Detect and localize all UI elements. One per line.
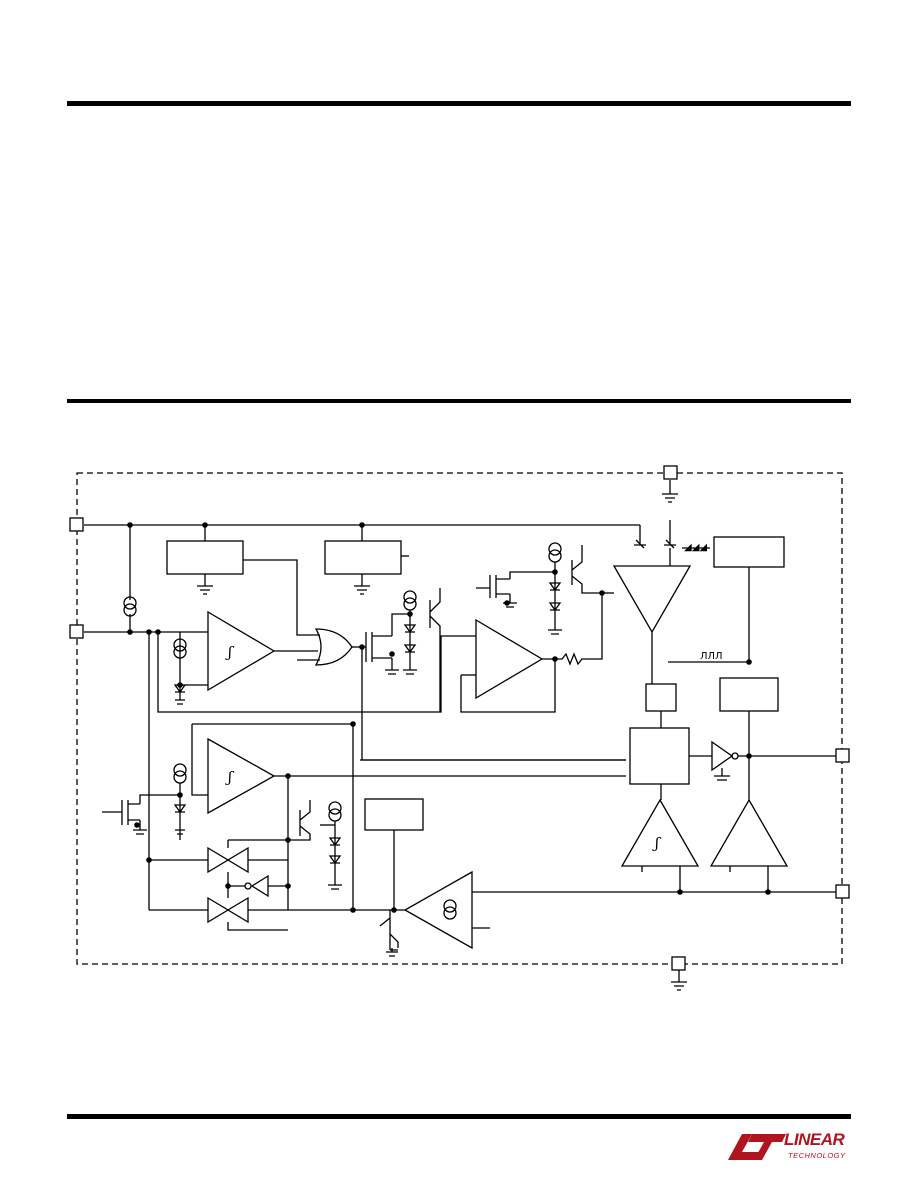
lt-logo-icon — [728, 1134, 786, 1160]
or-gate — [314, 628, 353, 666]
logo-line2: TECHNOLOGY — [788, 1151, 846, 1160]
ota-amplifier — [403, 870, 473, 950]
buffer-right — [612, 565, 692, 634]
footer-rule — [67, 1114, 851, 1119]
transmission-gate-1 — [207, 846, 249, 874]
junction-dots — [127, 522, 771, 913]
ramp-symbol: ◢◢◢ — [684, 542, 707, 553]
block-ref-3 — [364, 798, 424, 831]
amplifier-5 — [709, 798, 789, 867]
transmission-gate-2 — [207, 896, 249, 924]
block-small — [645, 683, 677, 712]
block-ref-1 — [166, 540, 244, 575]
inverter-2 — [250, 874, 269, 898]
comparator-4 — [620, 798, 700, 867]
block-driver — [719, 677, 779, 712]
comparator-3 — [207, 737, 276, 815]
block-ref-2 — [324, 540, 402, 575]
block-logic — [629, 727, 690, 785]
amplifier-2 — [475, 618, 544, 700]
pin-right-2 — [835, 884, 850, 899]
pulse-symbol: ЛЛЛ — [700, 651, 723, 662]
header-rule — [67, 101, 851, 106]
schmitt-symbol-1: ʃ — [225, 643, 235, 661]
pin-bottom — [671, 956, 686, 971]
ic-boundary — [76, 472, 843, 965]
inverter — [711, 740, 734, 772]
block-ramp — [713, 536, 785, 568]
comparator-1 — [207, 610, 276, 692]
pins — [69, 465, 850, 971]
pin-top — [663, 465, 678, 480]
pin-right-1 — [835, 748, 850, 763]
schmitt-symbol-3: ʃ — [652, 834, 662, 852]
schmitt-symbol-2: ʃ — [225, 768, 235, 786]
section-rule — [67, 399, 851, 403]
current-source-1 — [123, 596, 137, 610]
pin-top-left — [69, 517, 84, 532]
logo-line1: LINEAR — [784, 1130, 845, 1149]
pin-left — [69, 624, 84, 639]
